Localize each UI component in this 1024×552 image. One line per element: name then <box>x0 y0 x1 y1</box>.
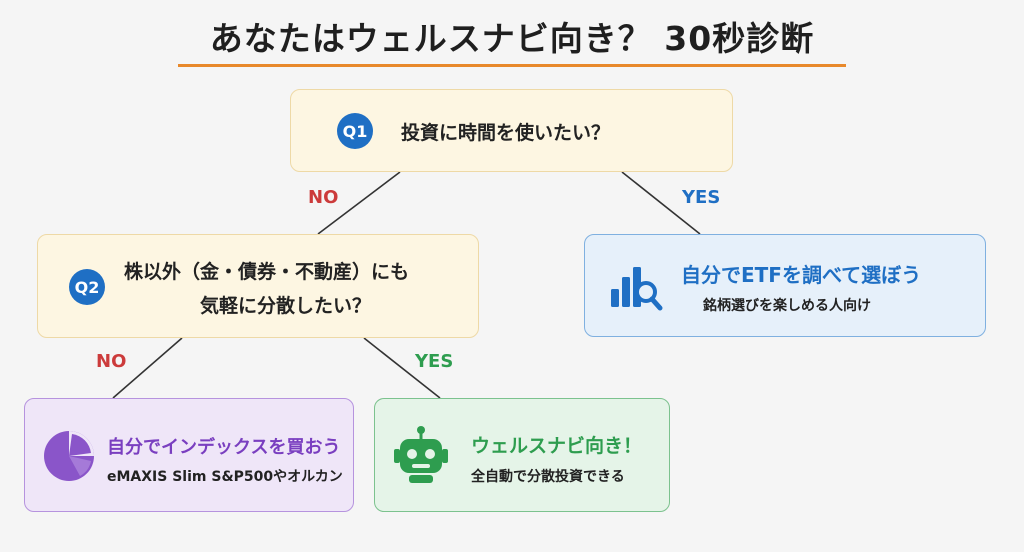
q1-yes-label: YES <box>682 187 721 208</box>
q2-yes-label: YES <box>415 351 454 372</box>
q2-no-label: NO <box>96 351 127 372</box>
q1-yes-connector <box>621 171 701 235</box>
result-index-box: 自分でインデックスを買おう eMAXIS Slim S&P500やオルカン <box>24 398 354 512</box>
result-etf-title: 自分でETFを調べて選ぼう <box>681 263 922 287</box>
result-wealthnavi-box: ウェルスナビ向き！ 全自動で分散投資できる <box>374 398 670 512</box>
robot-icon <box>394 426 448 483</box>
q2-no-connector <box>112 337 183 399</box>
q1-text: 投資に時間を使いたい？ <box>401 122 611 144</box>
result-etf-subtitle: 銘柄選びを楽しめる人向け <box>703 298 871 314</box>
result-wealthnavi-subtitle: 全自動で分散投資できる <box>471 469 625 485</box>
q1-no-label: NO <box>308 187 339 208</box>
result-etf-box: 自分でETFを調べて選ぼう 銘柄選びを楽しめる人向け <box>584 234 986 337</box>
q1-no-connector <box>317 171 401 235</box>
q2-text-line2: 気軽に分散したい？ <box>200 295 372 317</box>
chart-magnifier-icon <box>611 267 663 311</box>
result-index-subtitle: eMAXIS Slim S&P500やオルカン <box>107 469 343 485</box>
question-1-box: Q1 投資に時間を使いたい？ <box>290 89 733 172</box>
title-underline <box>178 64 846 67</box>
question-2-box: Q2 株以外（金・債券・不動産）にも 気軽に分散したい？ <box>37 234 479 338</box>
page-title: あなたはウェルスナビ向き？ 30秒診断 <box>209 19 815 58</box>
q1-badge: Q1 <box>337 113 373 149</box>
q2-badge: Q2 <box>69 269 105 305</box>
result-wealthnavi-title: ウェルスナビ向き！ <box>471 435 643 457</box>
result-index-title: 自分でインデックスを買おう <box>107 437 341 458</box>
q2-yes-connector <box>363 337 441 399</box>
pie-chart-icon <box>44 431 94 481</box>
q2-text-line1: 株以外（金・債券・不動産）にも <box>124 261 410 283</box>
